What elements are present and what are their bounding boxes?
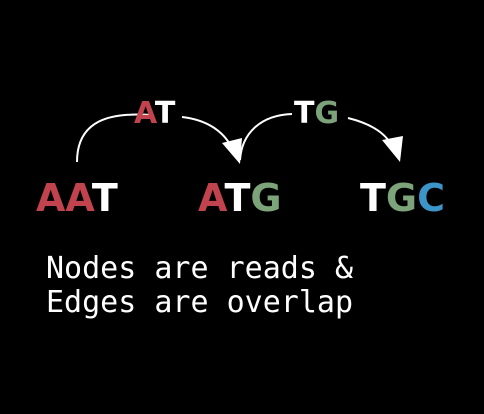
edge-arrow-aat-atg	[76, 113, 153, 163]
edge-arrow-atg-tgc	[239, 113, 293, 161]
caption-line-1: Nodes are reads &	[46, 251, 354, 286]
node-atg: ATG	[198, 176, 282, 220]
edge-label-letter: T	[294, 96, 315, 131]
node-tgc: TGC	[360, 176, 445, 220]
edge-label-letter: G	[314, 96, 339, 131]
arrowhead-icon	[382, 136, 403, 162]
arrowhead-icon	[222, 138, 242, 164]
node-letter: C	[417, 176, 445, 220]
node-letter: G	[386, 176, 417, 220]
edge-label-letter: A	[134, 96, 158, 131]
node-letter: T	[224, 176, 250, 220]
node-letter: T	[360, 176, 386, 220]
edge-label-atg-tgc: TG	[294, 96, 339, 131]
caption: Nodes are reads & Edges are overlap	[46, 252, 353, 320]
node-letter: A	[198, 176, 228, 220]
node-aat: AAT	[36, 176, 118, 220]
edge-label-letter: T	[155, 96, 176, 131]
node-letter: G	[250, 176, 281, 220]
node-letter: A	[65, 176, 95, 220]
edge-label-aat-atg: AT	[134, 96, 176, 131]
node-letter: A	[36, 176, 66, 220]
node-letter: T	[92, 176, 118, 220]
caption-line-2: Edges are overlap	[46, 285, 354, 320]
